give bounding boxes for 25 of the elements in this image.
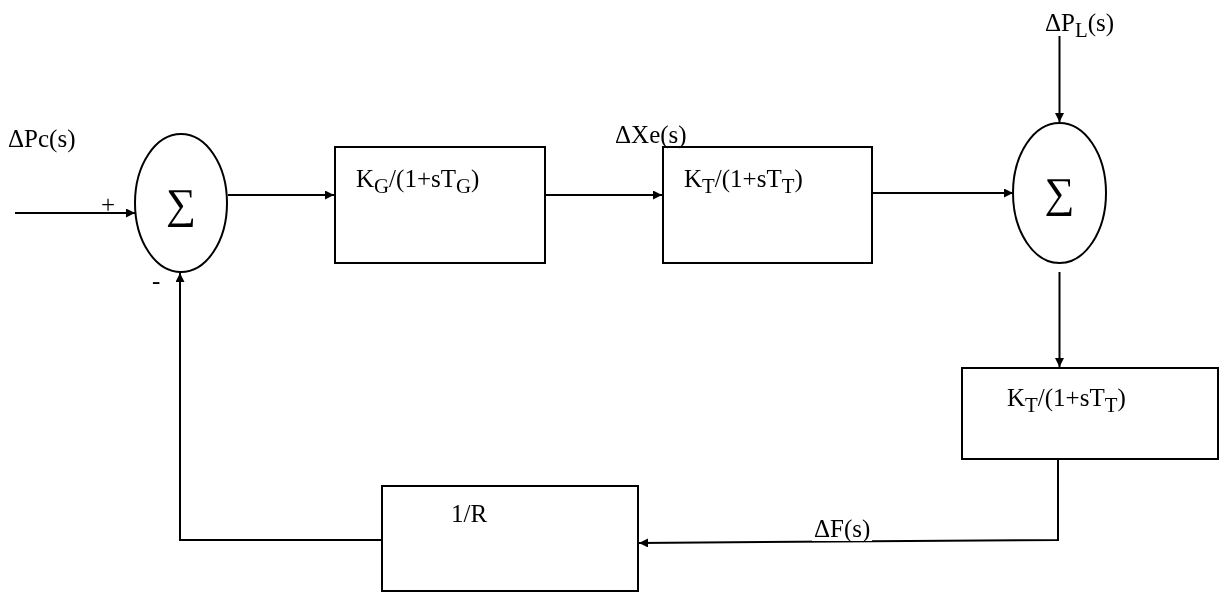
sign-label: - [152, 268, 161, 293]
signal-label: ΔXe(s) [615, 122, 687, 147]
transfer-function: K$_{T}$/(1+sT$_{T}$) [1007, 385, 1126, 416]
arrow [872, 188, 1014, 198]
arrow [1055, 271, 1064, 368]
sum-symbol: ∑ [1043, 172, 1076, 214]
summing-junction [134, 133, 228, 273]
summing-junction [1012, 122, 1107, 264]
arrow [638, 459, 1059, 548]
arrow [1055, 35, 1064, 123]
transfer-function-block [334, 146, 546, 264]
arrow [14, 208, 136, 218]
transfer-function: K$_{G}$/(1+sT$_{G}$) [356, 166, 480, 197]
arrow [175, 272, 382, 541]
transfer-function-block [961, 367, 1219, 460]
transfer-function: 1/R [451, 501, 488, 526]
transfer-function: K$_{T}$/(1+sT$_{T}$) [684, 166, 803, 197]
edge-label: ΔF(s) [812, 516, 873, 541]
sign-label: + [101, 192, 116, 217]
signal-label: ΔPc(s) [8, 126, 76, 151]
transfer-function-block [381, 485, 639, 592]
arrow [227, 190, 335, 200]
sum-symbol: ∑ [165, 183, 197, 225]
signal-label: ΔP$_{L}$(s) [1045, 8, 1135, 36]
arrow [545, 190, 663, 200]
